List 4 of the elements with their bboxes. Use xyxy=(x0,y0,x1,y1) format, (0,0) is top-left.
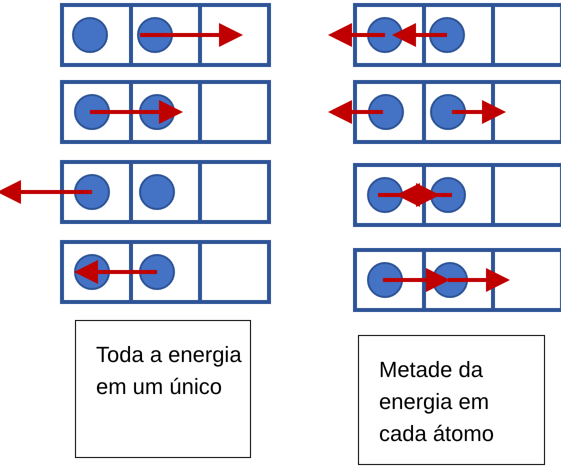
text-box xyxy=(358,335,545,465)
caption-text: Toda a energia em um único xyxy=(96,341,242,401)
caption-text: Metade da energia em cada átomo xyxy=(379,356,495,448)
text-box xyxy=(75,320,251,458)
